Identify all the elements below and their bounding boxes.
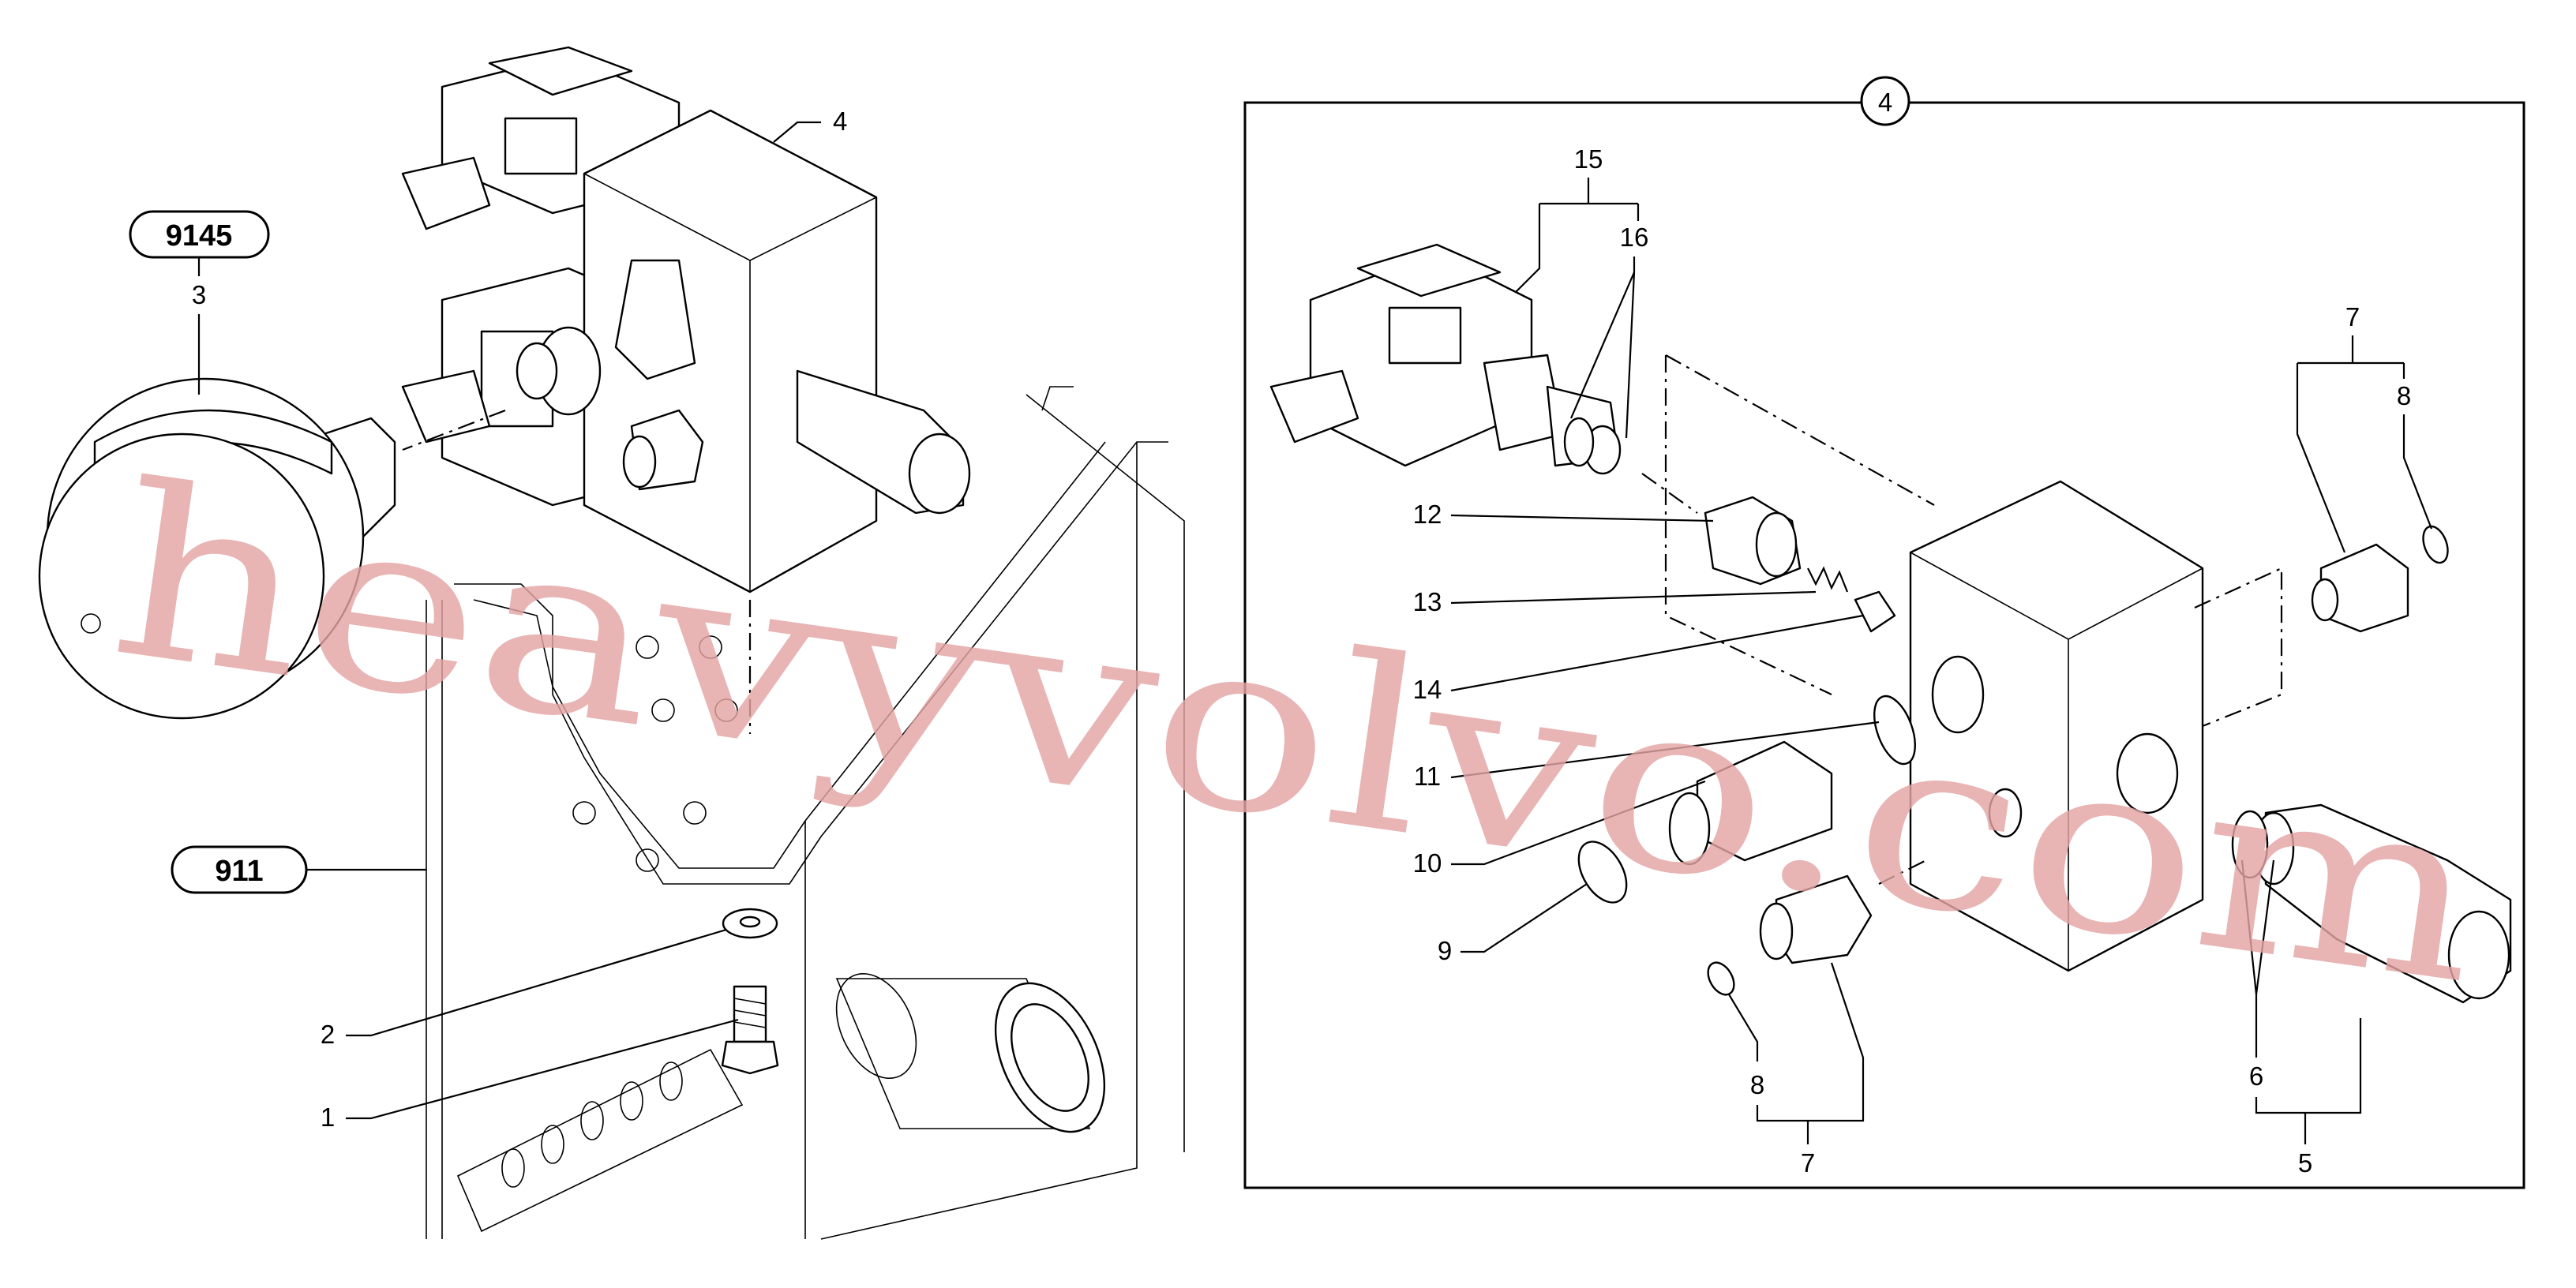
o-ring-large bbox=[1873, 695, 1916, 766]
check-valve-bottom bbox=[1759, 874, 1873, 964]
callout-9: 9 bbox=[1438, 936, 1452, 965]
check-valve-top bbox=[2311, 543, 2409, 633]
relief-valve bbox=[1668, 740, 1833, 866]
solenoid-cartridge bbox=[1269, 243, 1622, 475]
ref-box-911[interactable]: 911 bbox=[171, 845, 308, 894]
callout-7-bottom: 7 bbox=[1801, 1148, 1815, 1178]
watermark-text: heavyvolvo.com bbox=[98, 432, 2497, 1037]
poppet bbox=[1854, 590, 1896, 633]
bolt bbox=[721, 985, 779, 1075]
callout-7-top: 7 bbox=[2345, 302, 2360, 331]
valve-block-assembly bbox=[401, 46, 971, 734]
callout-1: 1 bbox=[321, 1103, 335, 1132]
callout-11: 11 bbox=[1414, 762, 1441, 791]
ref-911-label: 911 bbox=[215, 855, 263, 888]
valve-body bbox=[1909, 480, 2204, 972]
callout-15: 15 bbox=[1574, 144, 1603, 174]
callout-6: 6 bbox=[2249, 1061, 2263, 1091]
callout-14: 14 bbox=[1413, 675, 1442, 704]
callout-2: 2 bbox=[321, 1020, 335, 1049]
plug bbox=[1704, 496, 1802, 586]
callout-4-circle[interactable]: 4 bbox=[1860, 76, 1910, 126]
callout-3: 3 bbox=[192, 280, 206, 309]
o-ring-small-bottom bbox=[1707, 961, 1735, 996]
callout-13: 13 bbox=[1413, 587, 1442, 616]
callout-5: 5 bbox=[2298, 1148, 2312, 1178]
pressure-gauge bbox=[38, 377, 396, 720]
washer bbox=[722, 908, 778, 939]
machine-frame bbox=[426, 386, 1185, 1240]
spring bbox=[1807, 566, 1849, 593]
ref-9145-label: 9145 bbox=[166, 219, 233, 253]
callout-16: 16 bbox=[1620, 223, 1649, 252]
callout-4-circle-label: 4 bbox=[1878, 88, 1892, 117]
callout-12: 12 bbox=[1413, 500, 1442, 529]
o-ring-medium bbox=[1577, 841, 1628, 904]
callout-10: 10 bbox=[1413, 848, 1442, 878]
callout-4-assembly: 4 bbox=[833, 107, 847, 136]
callout-8-bottom: 8 bbox=[1750, 1070, 1764, 1099]
ref-box-9145[interactable]: 9145 bbox=[129, 210, 270, 259]
callout-8-top: 8 bbox=[2397, 381, 2411, 410]
o-ring-small-top bbox=[2422, 525, 2449, 564]
